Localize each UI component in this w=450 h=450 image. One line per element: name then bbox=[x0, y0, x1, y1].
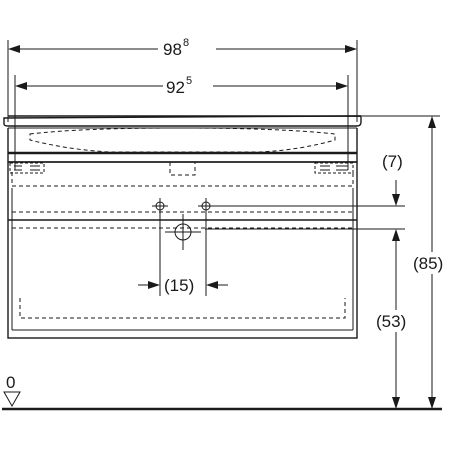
drain-height-dimension: (53) bbox=[376, 229, 416, 409]
left-bracket bbox=[9, 162, 45, 174]
floor-level-triangle-icon bbox=[3, 391, 21, 408]
drain-outlet-icon bbox=[165, 214, 201, 250]
washbasin bbox=[3, 115, 362, 176]
drain-height-label: (53) bbox=[376, 312, 406, 331]
total-height-label: (85) bbox=[413, 254, 443, 273]
water-connection-crosshair-icon-right bbox=[198, 198, 214, 214]
floor-line: 0 bbox=[2, 373, 442, 411]
vertical-offset-dimension: (7) bbox=[205, 152, 405, 230]
overall-width-dimension: 98 8 bbox=[7, 37, 358, 122]
overall-width-superscript: 8 bbox=[183, 37, 189, 49]
inner-width-superscript: 5 bbox=[186, 75, 192, 87]
overall-width-label: 98 bbox=[163, 40, 182, 59]
inner-width-dimension: 92 5 bbox=[14, 75, 349, 170]
water-connection-crosshair-icon bbox=[152, 198, 168, 214]
floor-level-label: 0 bbox=[6, 373, 15, 392]
right-bracket bbox=[314, 162, 354, 174]
total-height-dimension: (85) bbox=[362, 115, 450, 409]
vertical-offset-label: (7) bbox=[382, 152, 403, 171]
horizontal-offset-label: (15) bbox=[164, 276, 194, 295]
inner-width-label: 92 bbox=[166, 78, 185, 97]
horizontal-offset-dimension: (15) bbox=[138, 214, 228, 296]
